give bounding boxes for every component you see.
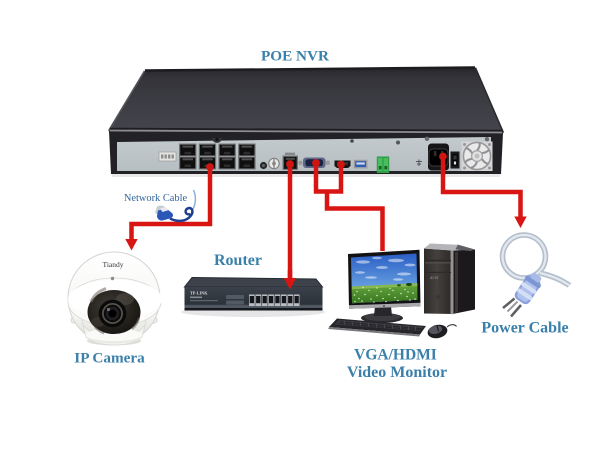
svg-text:acer: acer [430, 275, 439, 281]
svg-text:Power Cable: Power Cable [481, 320, 568, 337]
svg-text:Network Cable: Network Cable [124, 193, 188, 204]
svg-text:IP Camera: IP Camera [74, 350, 145, 367]
svg-text:Router: Router [214, 252, 262, 269]
svg-text:Tiandy: Tiandy [103, 260, 124, 269]
svg-text:Video Monitor: Video Monitor [347, 364, 447, 381]
svg-text:POE NVR: POE NVR [261, 48, 330, 65]
svg-text:VGA/HDMI: VGA/HDMI [354, 347, 437, 364]
svg-text:TP-LINK: TP-LINK [190, 291, 208, 296]
